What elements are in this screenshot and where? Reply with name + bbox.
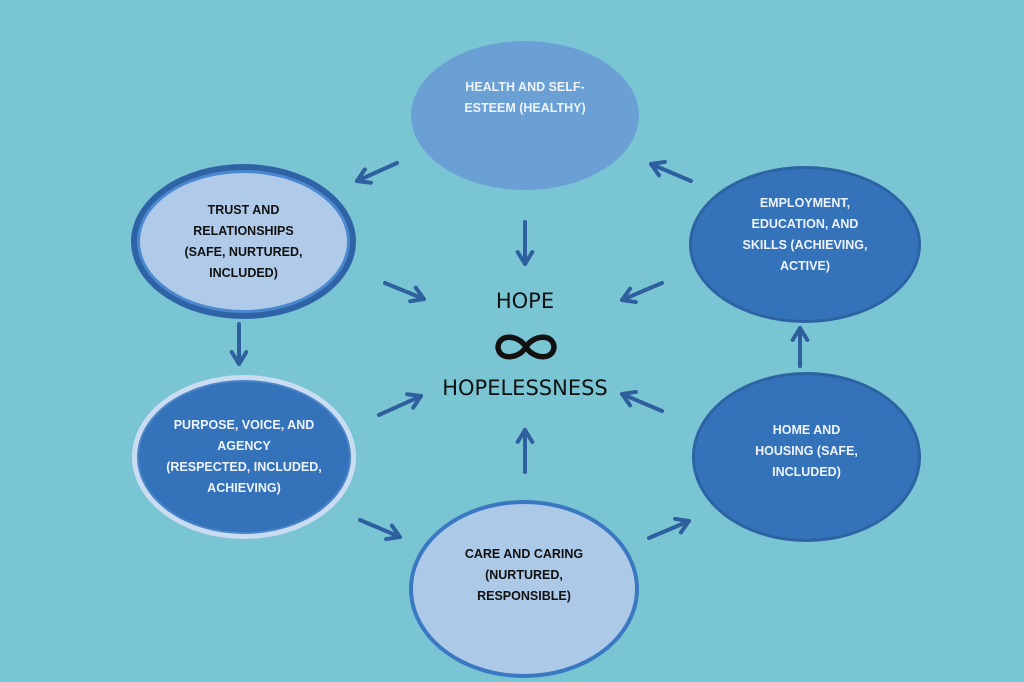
- node-label: HEALTH AND SELF- ESTEEM (HEALTHY): [464, 79, 586, 115]
- node-label: TRUST AND RELATIONSHIPS (SAFE, NURTURED,…: [184, 202, 303, 280]
- node-label: PURPOSE, VOICE, AND AGENCY (RESPECTED, I…: [166, 418, 322, 495]
- hope-label: HOPE: [495, 289, 555, 313]
- node-label: EMPLOYMENT, EDUCATION, AND SKILLS (ACHIE…: [742, 195, 868, 273]
- node-label: HOME AND HOUSING (SAFE, INCLUDED): [755, 422, 858, 479]
- arrow-employment-to-health: [649, 159, 693, 183]
- node-employment-education-skills: EMPLOYMENT, EDUCATION, AND SKILLS (ACHIE…: [689, 166, 921, 323]
- arrow-employment-to-center: [620, 281, 664, 305]
- node-care-caring: CARE AND CARING (NURTURED, RESPONSIBLE): [409, 500, 639, 678]
- arrow-purpose-to-care: [358, 518, 402, 542]
- node-trust-relationships: TRUST AND RELATIONSHIPS (SAFE, NURTURED,…: [131, 164, 356, 319]
- arrow-purpose-to-center: [377, 392, 423, 417]
- arrow-health-to-center: [515, 220, 535, 266]
- node-inner: PURPOSE, VOICE, AND AGENCY (RESPECTED, I…: [137, 380, 351, 534]
- arrow-care-to-center: [515, 428, 535, 474]
- arrow-home-to-employment: [790, 326, 810, 368]
- hopelessness-label: HOPELESSNESS: [442, 376, 608, 400]
- arrow-home-to-center: [620, 389, 664, 413]
- infinity-icon: [495, 334, 557, 360]
- arrow-trust-to-purpose: [229, 322, 249, 366]
- node-label: CARE AND CARING (NURTURED, RESPONSIBLE): [464, 546, 584, 603]
- arrow-health-to-trust: [355, 161, 399, 185]
- node-home-housing: HOME AND HOUSING (SAFE, INCLUDED): [692, 372, 921, 542]
- node-purpose-voice-agency: PURPOSE, VOICE, AND AGENCY (RESPECTED, I…: [132, 375, 356, 539]
- arrow-trust-to-center: [383, 281, 426, 304]
- node-inner: TRUST AND RELATIONSHIPS (SAFE, NURTURED,…: [137, 170, 350, 313]
- arrow-care-to-home: [647, 516, 691, 540]
- node-health-self-esteem: HEALTH AND SELF- ESTEEM (HEALTHY): [411, 41, 639, 190]
